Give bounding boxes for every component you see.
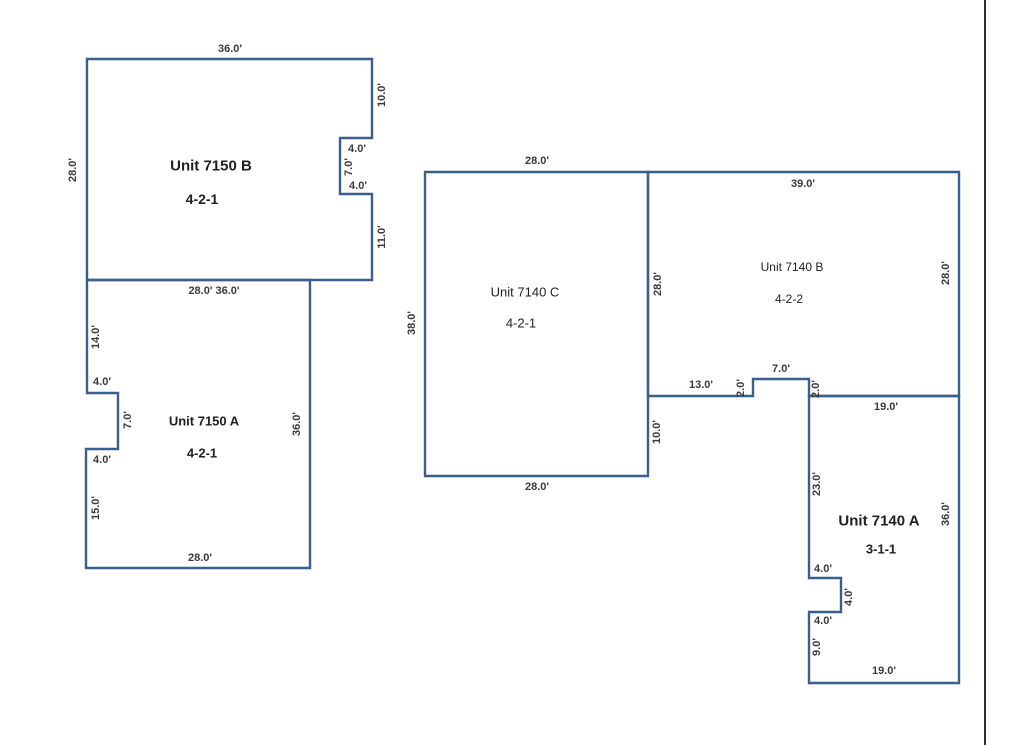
dim-label-7150-a-0: 14.0' — [90, 325, 102, 349]
dim-label-7140-b-2: 28.0' — [940, 261, 952, 285]
dim-label-7140-a-1: 36.0' — [940, 502, 952, 526]
dim-label-7140-a-5: 9.0' — [811, 638, 823, 656]
dim-label-7150-b-5: 4.0' — [349, 180, 367, 192]
unit-name-7140-b: Unit 7140 B — [761, 260, 824, 274]
dim-label-7150-b-0: 36.0' — [218, 43, 242, 55]
dim-label-7150-a-4: 15.0' — [90, 496, 102, 520]
dim-label-7140-c-1: 38.0' — [406, 311, 418, 335]
dim-label-7150-a-2: 7.0' — [122, 411, 134, 429]
dim-label-7140-b-5: 7.0' — [772, 363, 790, 375]
dim-label-7150-a-5: 36.0' — [291, 412, 303, 436]
unit-config-7140-c: 4-2-1 — [506, 316, 536, 331]
dim-label-7140-a-4: 4.0' — [814, 615, 832, 627]
unit-name-7140-a: Unit 7140 A — [838, 513, 919, 530]
unit-outline-7140-c — [423, 170, 650, 478]
unit-config-7150-a: 4-2-1 — [187, 446, 217, 461]
dim-label-7150-a-6: 28.0' — [188, 552, 212, 564]
dim-label-7150-b-3: 4.0' — [348, 143, 366, 155]
dim-label-7150-a-3: 4.0' — [93, 454, 111, 466]
dim-label-7140-b-0: 39.0' — [791, 178, 815, 190]
unit-name-7150-a: Unit 7150 A — [169, 414, 240, 429]
dim-label-7140-a-3: 4.0' — [843, 588, 855, 606]
unit-name-7150-b: Unit 7150 B — [170, 158, 252, 175]
dim-label-7140-c-3: 28.0' — [525, 481, 549, 493]
dim-label-7140-b-7: 19.0' — [874, 401, 898, 413]
dim-label-7150-b-6: 11.0' — [376, 225, 388, 249]
unit-outline-7140-a — [807, 394, 961, 685]
unit-config-7150-b: 4-2-1 — [186, 191, 219, 207]
dim-label-7140-b-6: 2.0' — [810, 380, 822, 398]
unit-outline-7140-b — [646, 170, 961, 398]
dim-label-7150-a-1: 4.0' — [93, 376, 111, 388]
unit-outline-7150-a — [84, 278, 312, 570]
unit-name-7140-c: Unit 7140 C — [491, 285, 560, 300]
unit-config-7140-b: 4-2-2 — [775, 292, 803, 306]
dim-label-7150-b-4: 7.0' — [343, 158, 355, 176]
dim-label-7140-a-0: 23.0' — [811, 472, 823, 496]
dim-label-7140-b-1: 28.0' — [652, 272, 664, 296]
dim-label-7150-b-7: 28.0' 36.0' — [188, 285, 239, 297]
dim-label-7140-a-2: 4.0' — [814, 563, 832, 575]
dim-label-7140-b-3: 13.0' — [689, 379, 713, 391]
dim-label-7150-b-2: 10.0' — [376, 83, 388, 107]
dim-label-7140-c-0: 28.0' — [525, 155, 549, 167]
dim-label-7140-c-2: 10.0' — [651, 420, 663, 444]
unit-config-7140-a: 3-1-1 — [866, 542, 896, 557]
dim-label-7140-a-6: 19.0' — [872, 665, 896, 677]
dim-label-7150-b-1: 28.0' — [67, 158, 79, 182]
dim-label-7140-b-4: 2.0' — [735, 379, 747, 397]
